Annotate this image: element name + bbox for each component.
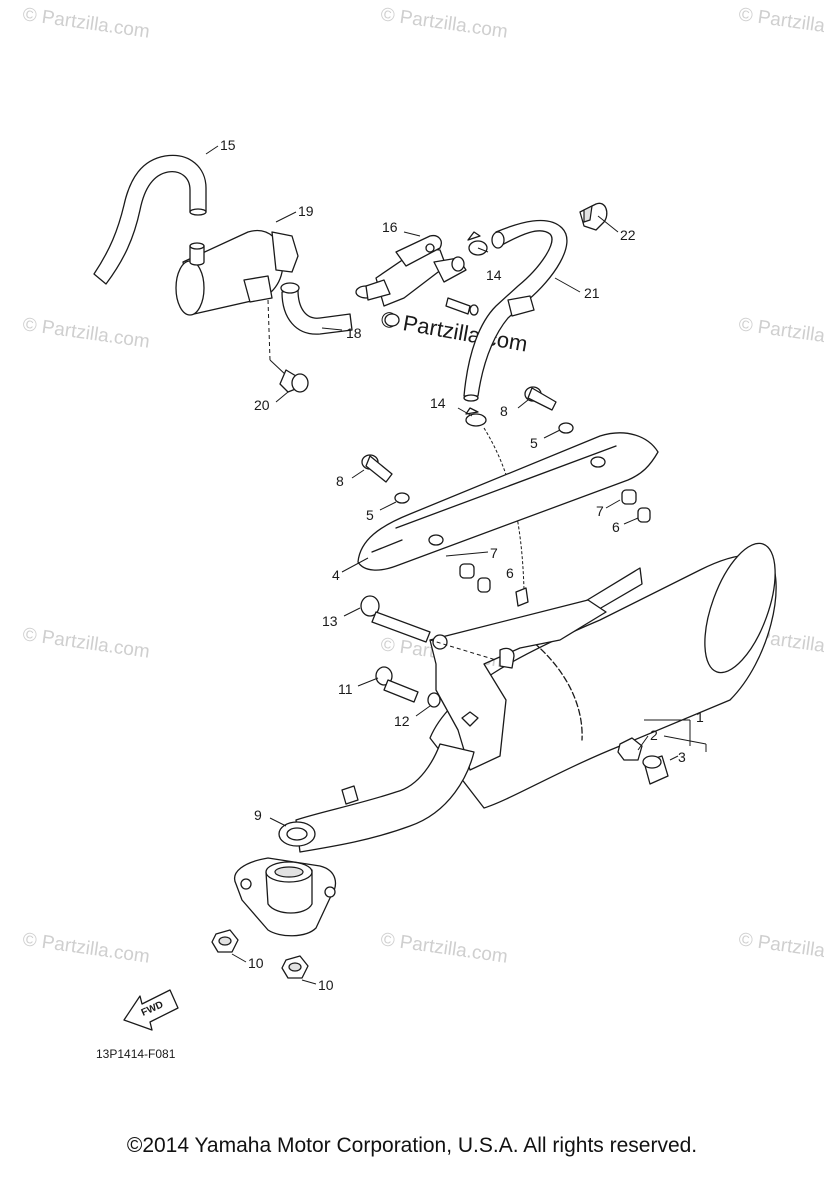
- part-8-bolt-upper[interactable]: [524, 386, 557, 411]
- part-5-washer-left[interactable]: [394, 492, 410, 504]
- callout-3: 3: [678, 749, 686, 765]
- callout-15: 15: [220, 137, 236, 153]
- part-6-collar-right[interactable]: [637, 507, 651, 523]
- part-19-air-cut-valve[interactable]: [175, 230, 299, 316]
- part-12-washer[interactable]: [427, 692, 441, 708]
- bolt-small[interactable]: [445, 297, 479, 316]
- figure-code: 13P1414-F081: [96, 1047, 176, 1061]
- callout-6-right: 6: [612, 519, 620, 535]
- part-6-collar-left[interactable]: [477, 577, 491, 593]
- part-9-gasket[interactable]: [278, 821, 316, 847]
- callout-22: 22: [620, 227, 636, 243]
- muffler-icon[interactable]: [234, 535, 790, 937]
- part-15-hose[interactable]: [93, 154, 207, 285]
- heat-protector-icon[interactable]: [357, 432, 659, 571]
- callout-19: 19: [298, 203, 314, 219]
- part-20-bolt[interactable]: [267, 299, 309, 393]
- part-10-nut-right[interactable]: [281, 955, 309, 979]
- callout-6-left: 6: [506, 565, 514, 581]
- part-7-collar-right[interactable]: [621, 489, 637, 505]
- watermark: © Partzilla.com: [21, 4, 151, 43]
- callout-11: 11: [338, 681, 353, 697]
- watermark: © Partzilla.com: [21, 624, 151, 663]
- part-22-clip[interactable]: [579, 202, 608, 231]
- callout-2: 2: [650, 727, 658, 743]
- part-10-nut-left[interactable]: [211, 929, 239, 953]
- part-18-hose[interactable]: [280, 282, 353, 335]
- callout-leaders: [205, 145, 707, 985]
- callout-5-left: 5: [366, 507, 374, 523]
- copyright-notice: ©2014 Yamaha Motor Corporation, U.S.A. A…: [126, 1134, 698, 1157]
- part-5-washer-upper[interactable]: [558, 422, 574, 434]
- part-21-hose[interactable]: [463, 219, 568, 402]
- watermark: © Partzilla.com: [737, 314, 824, 353]
- callout-14-lower: 14: [430, 395, 446, 411]
- watermark: © Partzilla.com: [21, 929, 151, 968]
- callout-10-right: 10: [318, 977, 334, 993]
- callout-10-left: 10: [248, 955, 264, 971]
- callout-9: 9: [254, 807, 262, 823]
- part-14-clamp-top[interactable]: [467, 231, 488, 256]
- callout-4: 4: [332, 567, 340, 583]
- watermark: © Partzilla.com: [379, 4, 509, 43]
- callout-1: 1: [696, 709, 704, 725]
- part-2-nut[interactable]: [617, 737, 643, 761]
- part-7-collar-left[interactable]: [459, 563, 475, 579]
- callout-14-top: 14: [486, 267, 502, 283]
- watermark: © Partzilla.com: [21, 314, 151, 353]
- part-3-collar[interactable]: [642, 755, 669, 785]
- callout-7-right: 7: [596, 503, 604, 519]
- callout-18: 18: [346, 325, 362, 341]
- callout-7-left: 7: [490, 545, 498, 561]
- callout-8-upper: 8: [500, 403, 508, 419]
- watermark: © Partzilla.com: [737, 929, 824, 968]
- callout-5-upper: 5: [530, 435, 538, 451]
- fwd-arrow-icon: FWD: [123, 989, 179, 1031]
- part-11-bolt[interactable]: [375, 666, 419, 703]
- callout-21: 21: [584, 285, 600, 301]
- callout-20: 20: [254, 397, 270, 413]
- part-8-bolt-left[interactable]: [361, 454, 393, 483]
- callout-8-left: 8: [336, 473, 344, 489]
- watermark: © Partzilla.com: [737, 4, 824, 43]
- watermark-layer: © Partzilla.com © Partzilla.com © Partzi…: [21, 4, 824, 968]
- callout-labels: 15 19 16 14 22 21 18 20 14 8 5 8 5 7 6 7…: [220, 137, 704, 993]
- part-13-bolt[interactable]: [360, 595, 497, 661]
- callout-13: 13: [322, 613, 338, 629]
- watermark: © Partzilla.com: [379, 929, 509, 968]
- callout-16: 16: [382, 219, 398, 235]
- part-16-bracket[interactable]: [355, 234, 467, 327]
- callout-12: 12: [394, 713, 410, 729]
